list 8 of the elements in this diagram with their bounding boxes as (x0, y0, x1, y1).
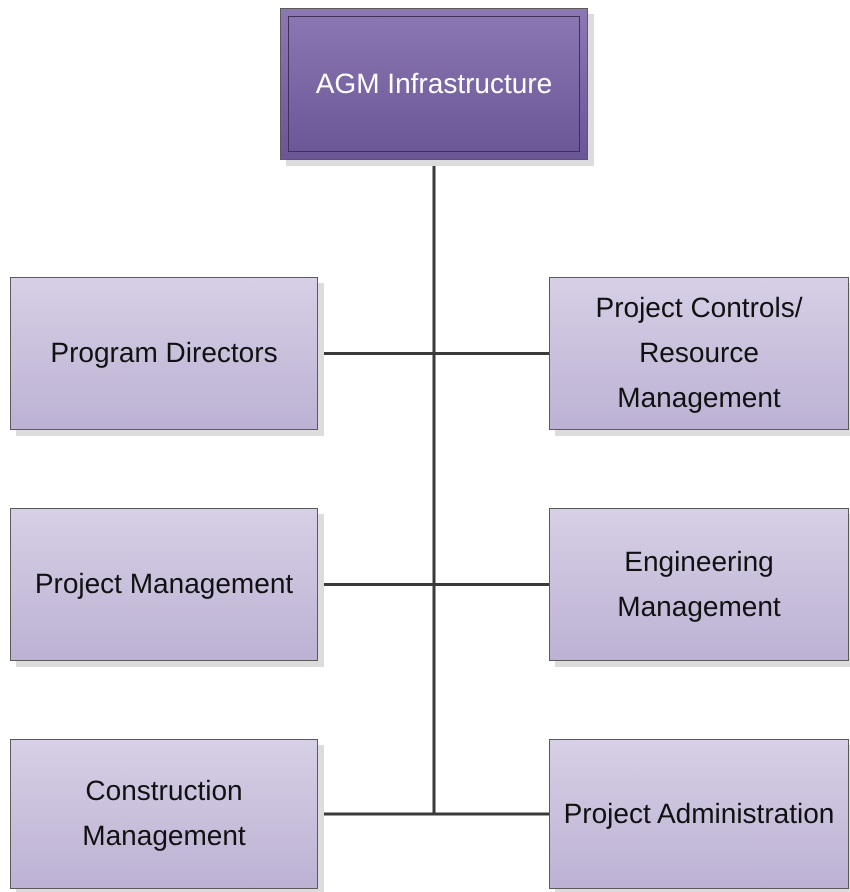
box-label: Program Directors (49, 336, 279, 370)
box-label: Project Administration (562, 796, 836, 831)
box-label: AGM Infrastructure (314, 66, 554, 101)
box-label: Project Management (34, 567, 294, 602)
box-label: Engineering Management (616, 544, 782, 624)
box-label: Construction Management (81, 774, 247, 853)
department-box (549, 739, 849, 889)
box-label: Project Controls/ Resource Management (594, 291, 804, 415)
